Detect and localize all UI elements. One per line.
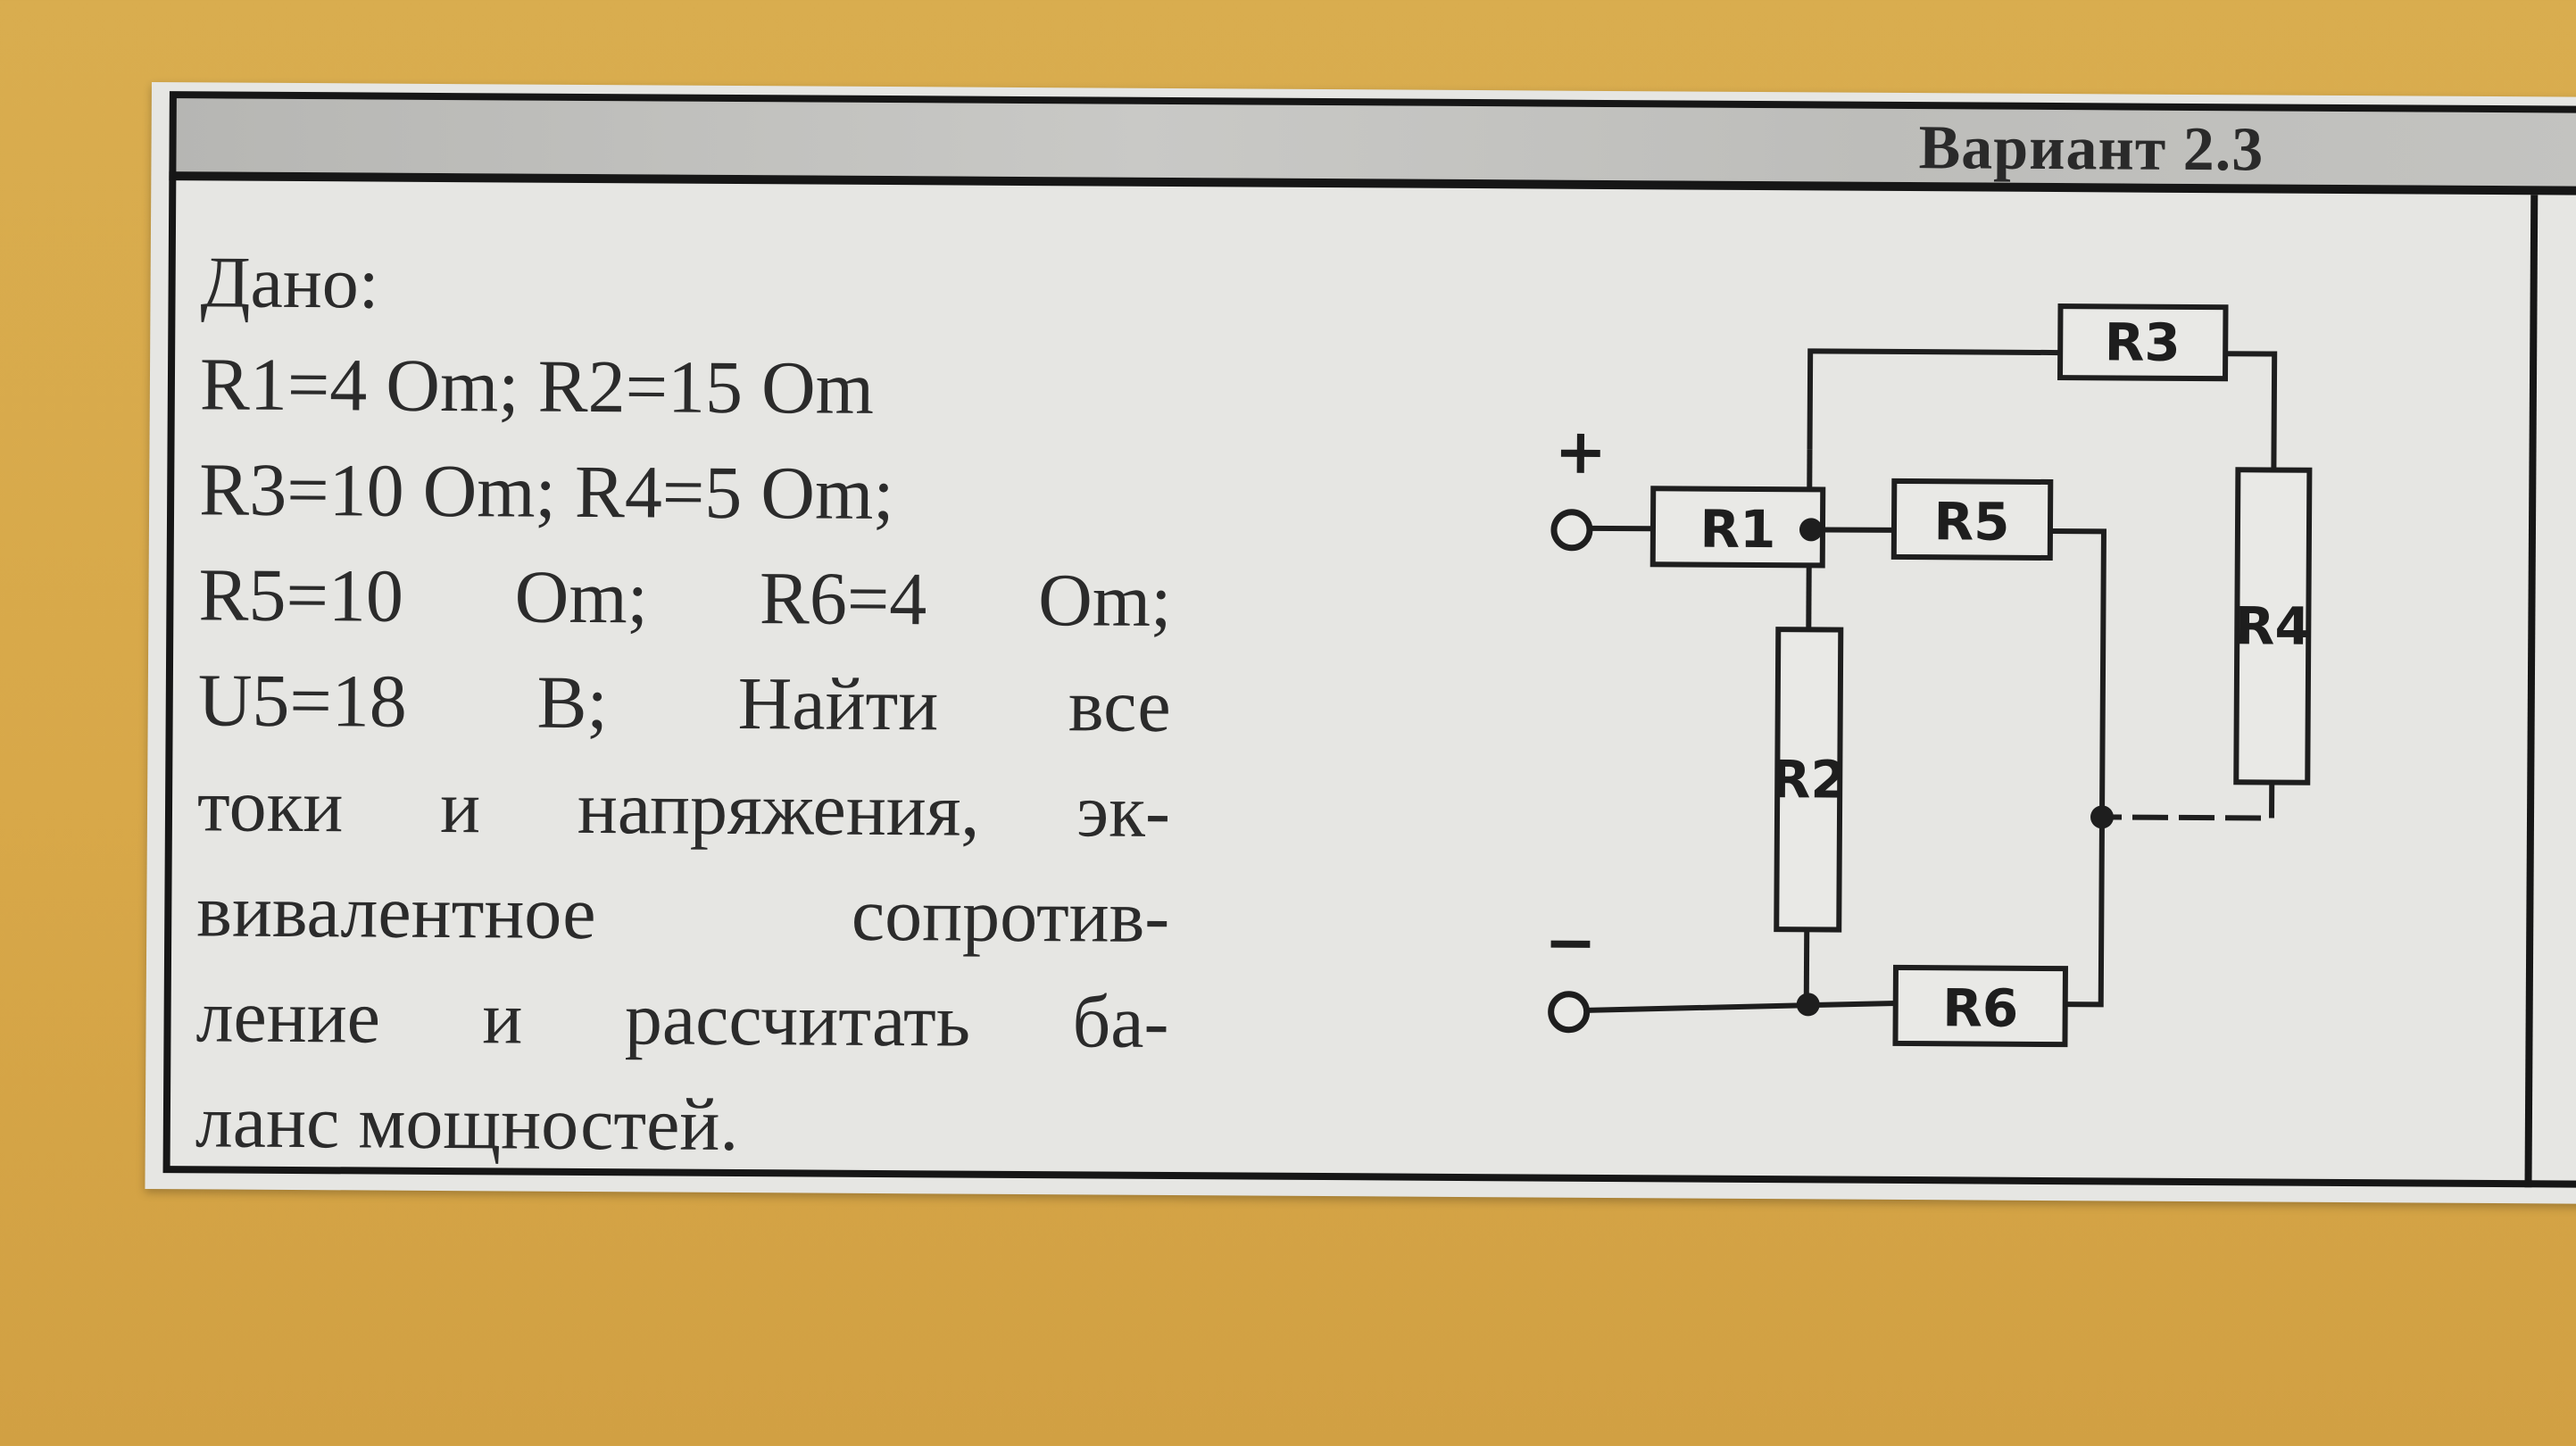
task-card: Вариант 2.3 Дано: R1=4 Om; R2=15 Om R3=1… [145,82,2576,1204]
label-r5: R5 [1933,491,2009,553]
wire-top-left [1807,348,2061,450]
problem-line-8: ланс мощностей. [195,1080,739,1168]
label-r4: R4 [2235,595,2311,657]
resistor-r3 [2057,303,2229,382]
label-r6: R6 [1942,977,2018,1039]
wire-top-right [2225,351,2278,470]
wires [1586,348,2278,1013]
circuit-diagram: R3 R1 R5 R4 R2 R6 + − [1544,303,2313,1048]
node-c [1796,993,1820,1017]
problem-line-4: U5=18 B; Найти все [197,659,1172,748]
resistor-r2 [1774,627,1844,933]
resistor-r5 [1890,478,2054,561]
wire-minus-r6 [1586,1000,1896,1013]
problem-line-1: R1=4 Om; R2=15 Om [199,343,875,430]
problem-line-7: ление и рассчитать ба- [195,975,1169,1064]
terminal-minus [1548,991,1591,1034]
resistor-r6 [1892,964,2068,1048]
node-b [2090,805,2115,829]
problem-text: Дано: R1=4 Om; R2=15 Om R3=10 Om; R4=5 O… [195,232,1174,1181]
label-r2: R2 [1771,749,1847,810]
given-label: Дано: [200,241,379,324]
wire-r4-to-node [2101,782,2275,821]
problem-line-6: вивалентное сопротив- [196,869,1170,959]
wire-r5-r6-right [2049,528,2107,1008]
resistor-r1 [1649,486,1826,569]
problem-line-2: R3=10 Om; R4=5 Om; [198,448,894,536]
resistor-r4 [2233,467,2313,785]
terminal-minus-sign: − [1544,906,1597,979]
label-r1: R1 [1699,499,1775,561]
terminal-plus-sign: + [1554,415,1607,488]
problem-line-5: токи и напряжения, эк- [196,764,1171,853]
label-r3: R3 [2105,312,2181,373]
terminal-plus [1550,509,1593,552]
problem-line-3: R5=10 Om; R6=4 Om; [198,553,1172,643]
node-a [1799,518,1823,542]
